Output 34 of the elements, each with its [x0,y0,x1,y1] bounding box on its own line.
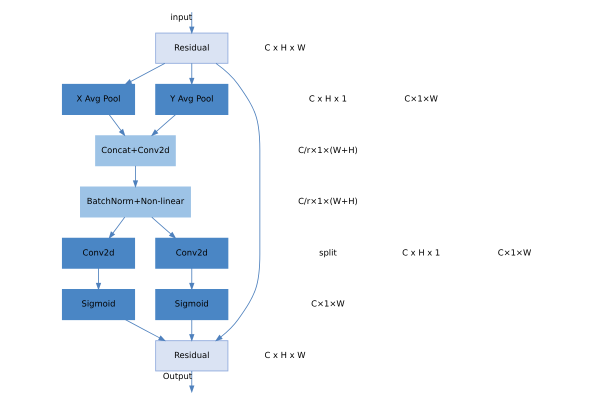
node-box: Residual [155,32,228,64]
node-box: Sigmoid [155,288,228,320]
arrow [108,114,126,136]
arrow [189,319,194,342]
label: C x H x W [264,42,306,52]
arrow [96,268,102,290]
arrow [124,62,166,85]
label: C×1×W [404,94,438,104]
node-box: Conv2d [155,238,228,269]
arrow [108,216,126,239]
arrow [132,166,138,188]
label: C×1×W [498,247,532,258]
arrow [189,12,194,34]
label: C/r×1×(W+H) [298,144,358,155]
arrow [151,216,176,239]
node-box: BatchNorm+Non-linear [80,186,191,218]
label: C x H x 1 [308,94,347,104]
node-box: Conv2d [62,238,136,269]
arrow [189,370,194,394]
label: C×1×W [311,298,345,309]
arrow [125,319,166,342]
node-box: Concat+Conv2d [95,135,176,166]
node-box: Residual [155,340,228,372]
node-box: Y Avg Pool [155,84,228,116]
label: C/r×1×(W+H) [298,196,358,206]
node-box: X Avg Pool [62,84,136,116]
node-box: Sigmoid [62,288,136,320]
label: C x H x 1 [402,247,440,258]
arrow [215,62,260,342]
arrow [150,114,176,136]
label: split [319,247,337,258]
arrow [189,268,194,290]
label: C x H x W [264,350,306,360]
arrow [189,62,194,86]
